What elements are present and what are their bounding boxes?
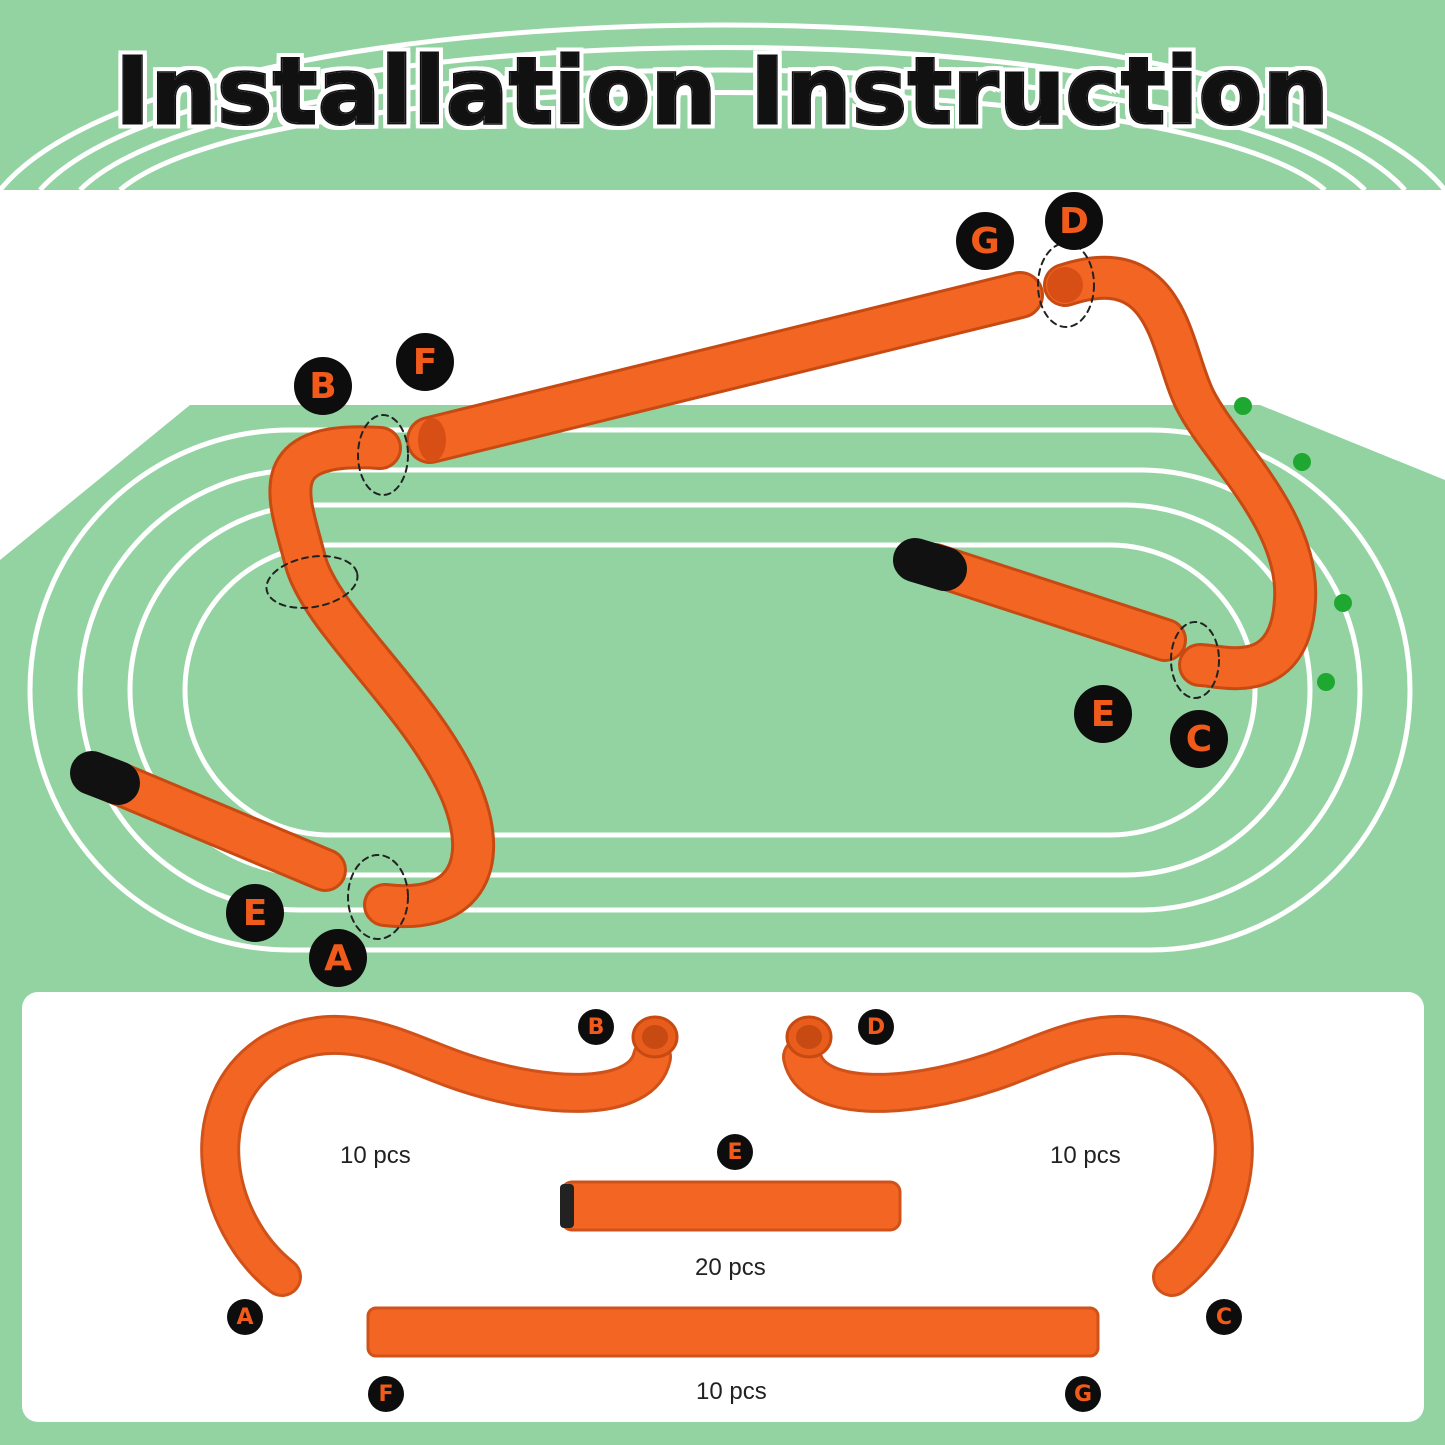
part-a-badge: A: [227, 1299, 263, 1335]
label-b-badge: B: [294, 357, 352, 415]
part-d-badge: D: [858, 1009, 894, 1045]
left-curve-qty: 10 pcs: [340, 1142, 411, 1169]
part-b-badge: B: [578, 1009, 614, 1045]
part-c-badge: C: [1206, 1299, 1242, 1335]
connector-qty: 20 pcs: [695, 1254, 766, 1281]
part-f-badge: F: [368, 1376, 404, 1412]
oval-track: [0, 405, 1445, 990]
top-track-lines: [0, 22, 1445, 192]
label-e-right-badge: E: [1074, 685, 1132, 743]
page-title: Installation Instruction: [114, 37, 1330, 147]
label-g-badge: G: [956, 212, 1014, 270]
part-e-badge: E: [717, 1134, 753, 1170]
parts-panel: B D E A C F G 10 pcs 10 pcs 20 pcs 10 pc…: [22, 992, 1424, 1422]
label-a-badge: A: [309, 929, 367, 987]
parts-graphic: [200, 1014, 1254, 1358]
label-c-badge: C: [1170, 710, 1228, 768]
part-g-badge: G: [1065, 1376, 1101, 1412]
assembled-hurdle: [70, 242, 1318, 940]
long-bar-qty: 10 pcs: [696, 1378, 767, 1405]
right-curve-qty: 10 pcs: [1050, 1142, 1121, 1169]
label-e-left-badge: E: [226, 884, 284, 942]
label-d-badge: D: [1045, 192, 1103, 250]
label-f-badge: F: [396, 333, 454, 391]
